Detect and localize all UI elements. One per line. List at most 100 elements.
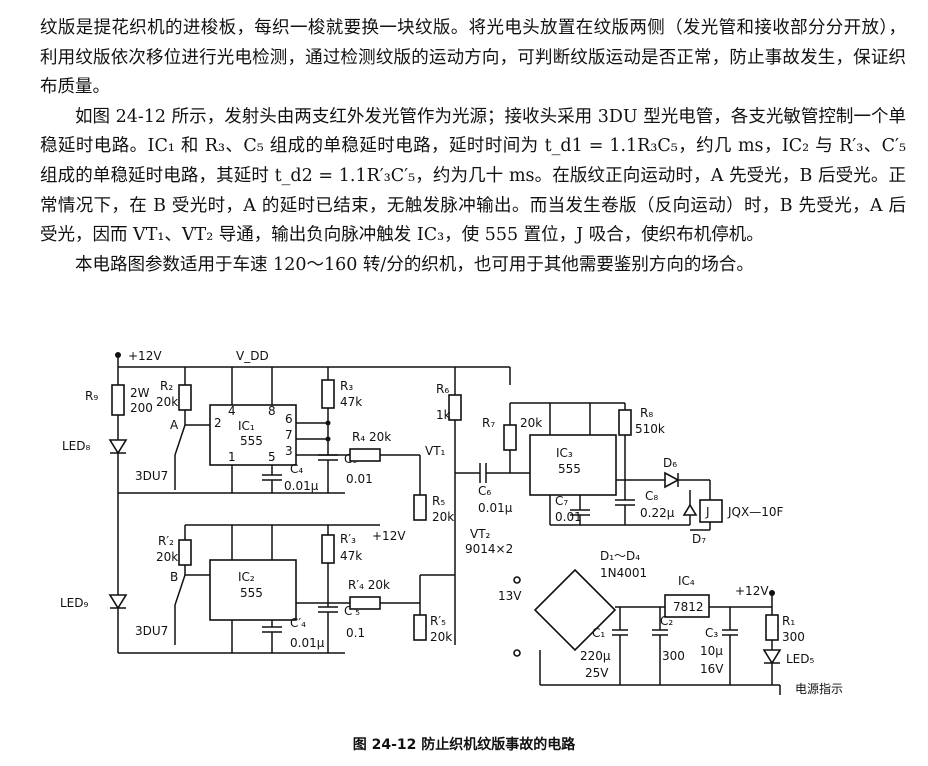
ic3-label: IC₃	[556, 446, 573, 460]
r2-resistor	[178, 384, 192, 411]
r9-resistor	[111, 384, 125, 416]
c8-value: 0.22μ	[640, 506, 675, 520]
ic1-chip	[209, 404, 297, 466]
ic1-pin4: 4	[228, 404, 236, 418]
ic4-label: IC₄	[678, 574, 695, 588]
r5p-resistor	[413, 614, 427, 641]
plus12-b-label: +12V	[372, 529, 406, 543]
c4p-label: C′₄	[290, 616, 306, 630]
r5-label: R₅	[432, 494, 445, 508]
ac-in-label: 13V	[498, 589, 522, 603]
c3-value-1: 10μ	[700, 644, 723, 658]
r2p-value: 20k	[156, 550, 178, 564]
vt2-label: VT₂	[470, 527, 491, 541]
body-text: 纹版是提花织机的进梭板，每织一梭就要换一块纹版。将光电头放置在纹版两侧（发光管和…	[40, 14, 906, 280]
led8-label: LED₈	[62, 439, 91, 453]
relay-coil	[699, 499, 723, 523]
c4-value: 0.01μ	[284, 479, 319, 493]
bridge-rectifier	[533, 568, 617, 652]
node-a-label: A	[170, 418, 179, 432]
paragraph-3: 本电路图参数适用于车速 120～160 转/分的织机，也可用于其他需要鉴别方向的…	[75, 254, 754, 275]
r3p-label: R′₃	[340, 532, 356, 546]
ic2-label: IC₂	[238, 570, 255, 584]
r4p-label: R′₄ 20k	[348, 578, 390, 592]
r3p-resistor	[321, 534, 335, 564]
r9-value-1: 2W	[130, 386, 150, 400]
r5-resistor	[413, 494, 427, 521]
c7-value: 0.01	[555, 510, 582, 524]
r1-value: 300	[782, 630, 805, 644]
relay-j-label: J	[705, 505, 710, 519]
r2-label: R₂	[160, 379, 173, 393]
r5-value: 20k	[432, 510, 454, 524]
r6-value: 1k	[436, 408, 451, 422]
pt2-label: 3DU7	[135, 624, 168, 638]
circuit-diagram: +12V V_DD R₉ 2W 200 LED₈ LED₉ R₂ 20k A 3…	[60, 349, 843, 696]
r7-label: R₇	[482, 416, 495, 430]
c6-value: 0.01μ	[478, 501, 513, 515]
r8-label: R₈	[640, 406, 653, 420]
led9-label: LED₉	[60, 596, 89, 610]
ic3-chip	[529, 434, 617, 496]
c3-label: C₃	[705, 626, 718, 640]
ic1-type: 555	[240, 434, 263, 448]
ic1-pin5: 5	[268, 450, 276, 464]
c4-label: C₄	[290, 462, 303, 476]
ic3-type: 555	[558, 462, 581, 476]
ic1-pin7: 7	[285, 428, 293, 442]
ic1-pin6: 6	[285, 412, 293, 426]
r6-label: R₆	[436, 382, 449, 396]
node-b-label: B	[170, 570, 178, 584]
c3-value-2: 16V	[700, 662, 724, 676]
vdd-label: V_DD	[236, 349, 269, 363]
c5-value: 0.01	[346, 472, 373, 486]
r9-value-2: 200	[130, 401, 153, 415]
r5p-label: R′₅	[430, 614, 446, 628]
ic1-pin1: 1	[228, 450, 236, 464]
r4-resistor	[349, 448, 381, 462]
ic1-pin2: 2	[214, 416, 222, 430]
vt-type-label: 9014×2	[465, 542, 513, 556]
c2-label: C₂	[660, 614, 673, 628]
ic1-pin3: 3	[285, 444, 293, 458]
r1-label: R₁	[782, 614, 795, 628]
r7-resistor	[503, 424, 517, 451]
r3-value: 47k	[340, 395, 362, 409]
ic4-type: 7812	[673, 600, 704, 614]
led9-diode	[108, 594, 128, 610]
power-indicator-label: 电源指示	[795, 681, 843, 696]
c7-label: C₇	[555, 494, 568, 508]
c6-label: C₆	[478, 484, 491, 498]
c1-value-1: 220μ	[580, 649, 611, 663]
r4p-resistor	[349, 596, 381, 610]
ic1-label: IC₁	[238, 419, 255, 433]
paragraph-2: 如图 24-12 所示，发射头由两支红外发光管作为光源；接收头采用 3DU 型光…	[40, 106, 906, 246]
supply-label: +12V	[128, 349, 162, 363]
r2-value: 20k	[156, 395, 178, 409]
r8-resistor	[618, 409, 632, 436]
c5p-value: 0.1	[346, 626, 365, 640]
r5p-value: 20k	[430, 630, 452, 644]
r8-value: 510k	[635, 422, 665, 436]
c8-label: C₈	[645, 489, 658, 503]
led5-diode	[762, 649, 782, 665]
c1-label: C₁	[592, 626, 605, 640]
d7-label: D₇	[692, 532, 706, 546]
r2p-label: R′₂	[158, 534, 174, 548]
c1-value-2: 25V	[585, 666, 609, 680]
r4-label: R₄ 20k	[352, 430, 391, 444]
vt1-label: VT₁	[425, 444, 446, 458]
relay-label: JQX—10F	[727, 505, 783, 519]
d6-label: D₆	[663, 456, 677, 470]
d7-diode	[682, 503, 698, 516]
r7-value: 20k	[520, 416, 542, 430]
ic1-pin8: 8	[268, 404, 276, 418]
r3-resistor	[321, 379, 335, 409]
ic2-chip	[209, 559, 297, 621]
r3p-value: 47k	[340, 549, 362, 563]
led8-diode	[108, 439, 128, 455]
r9-label: R₉	[85, 389, 98, 403]
pt1-label: 3DU7	[135, 469, 168, 483]
r1-resistor	[765, 614, 779, 641]
figure-caption: 图 24-12 防止织机纹版事故的电路	[352, 737, 576, 753]
